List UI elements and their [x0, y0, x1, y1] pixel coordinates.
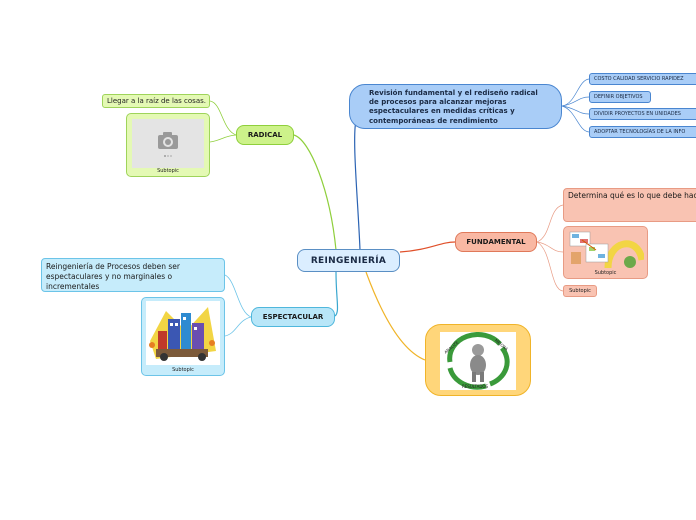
link-def-2 — [561, 105, 590, 115]
cycle-illustration: ANALIZE MEJORA RESULTADOS — [440, 332, 516, 390]
cycle-word-resultados: RESULTADOS — [462, 384, 489, 389]
city-building-icon — [146, 301, 220, 365]
city-illustration — [146, 301, 220, 365]
definition-item[interactable]: ADOPTAR TECNOLOGÍAS DE LA INFO — [589, 126, 696, 138]
radical-subtopic[interactable]: Llegar a la raíz de las cosas. — [102, 94, 210, 108]
link-fund — [399, 241, 456, 253]
radical-image-card[interactable]: Subtopic — [126, 113, 210, 177]
fundamental-subtopic[interactable]: Determina qué es lo que debe hac empresa… — [563, 188, 696, 222]
link-fund-extra — [536, 241, 564, 292]
image-caption: Subtopic — [157, 168, 179, 174]
link-fund-sub — [536, 204, 564, 243]
image-topic-card[interactable]: ANALIZE MEJORA RESULTADOS — [425, 324, 531, 396]
image-caption: Subtopic — [172, 367, 194, 373]
link-fund-img — [536, 241, 564, 253]
link-def-1 — [561, 96, 590, 107]
definition-item[interactable]: COSTO CALIDAD SERVICIO RAPIDEZ — [589, 73, 696, 85]
central-topic[interactable]: REINGENIERÍA — [297, 249, 400, 272]
branch-fundamental[interactable]: FUNDAMENTAL — [455, 232, 537, 252]
definition-item[interactable]: DIVIDIR PROYECTOS EN UNIDADES — [589, 108, 696, 120]
link-espect-sub — [224, 274, 252, 318]
process-illustration — [568, 230, 646, 270]
fundamental-extra-subtopic[interactable]: Subtopic — [563, 285, 597, 297]
camera-placeholder-icon — [158, 132, 178, 157]
espectacular-subtopic[interactable]: Reingeniería de Procesos deben ser espec… — [41, 258, 225, 292]
link-radical-img — [209, 134, 237, 143]
link-espect-img — [224, 316, 252, 337]
link-radical — [293, 134, 337, 251]
branch-radical[interactable]: RADICAL — [236, 125, 294, 145]
image-placeholder — [132, 119, 204, 168]
link-imagen — [365, 271, 426, 361]
branch-espectacular[interactable]: ESPECTACULAR — [251, 307, 335, 327]
figure-cycle-icon: ANALIZE MEJORA RESULTADOS — [443, 332, 510, 390]
link-def — [354, 119, 361, 251]
link-def-3 — [561, 105, 590, 133]
definition-item[interactable]: DEFINIR OBJETIVOS — [589, 91, 651, 103]
definition-topic[interactable]: Revisión fundamental y el rediseño radic… — [349, 84, 562, 129]
fundamental-image-card[interactable]: Subtopic — [563, 226, 648, 279]
process-diagram-icon — [569, 231, 646, 269]
link-espect — [334, 271, 339, 317]
espectacular-image-card[interactable]: Subtopic — [141, 297, 225, 376]
link-def-0 — [561, 78, 590, 107]
link-radical-sub — [209, 100, 237, 136]
image-caption: Subtopic — [594, 270, 617, 276]
